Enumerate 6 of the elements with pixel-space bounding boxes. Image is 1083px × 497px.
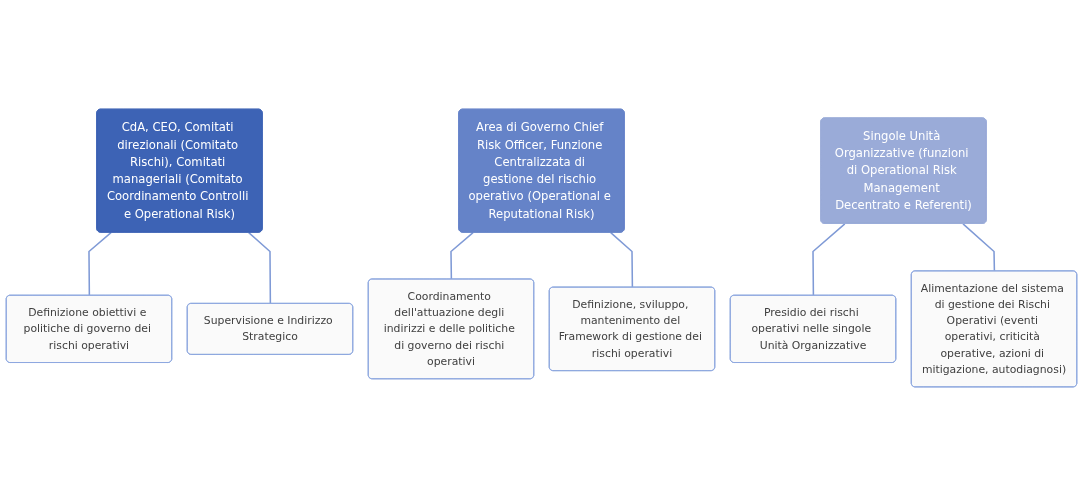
connector [962,223,996,273]
connector [609,232,634,289]
connector [812,223,846,297]
connector [450,232,474,281]
connector [88,232,112,297]
connector [247,232,272,305]
